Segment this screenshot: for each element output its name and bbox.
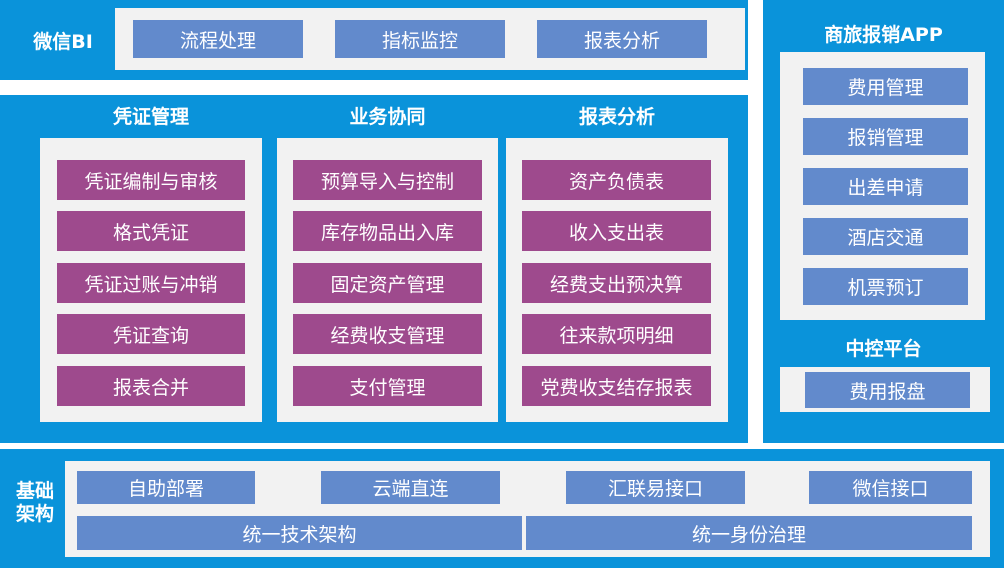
infra-item[interactable]: 统一技术架构 [77, 516, 522, 550]
module-item[interactable]: 凭证查询 [57, 314, 245, 354]
module-item[interactable]: 报表合并 [57, 366, 245, 406]
column-title: 报表分析 [578, 105, 655, 128]
infra-item[interactable]: 统一身份治理 [526, 516, 972, 550]
infra-item[interactable]: 汇联易接口 [566, 471, 745, 504]
module-item[interactable]: 库存物品出入库 [293, 211, 482, 251]
module-item[interactable]: 资产负债表 [522, 160, 711, 200]
control-platform-title: 中控平台 [845, 337, 922, 360]
column-title: 凭证管理 [112, 105, 189, 128]
module-item[interactable]: 固定资产管理 [293, 263, 482, 303]
infra-label: 基础架构 [16, 480, 55, 525]
travel-app-item[interactable]: 报销管理 [803, 118, 968, 155]
infra-item[interactable]: 云端直连 [321, 471, 500, 504]
column-title: 业务协同 [349, 105, 426, 128]
travel-app-item[interactable]: 出差申请 [803, 168, 968, 205]
infra-item[interactable]: 自助部署 [77, 471, 255, 504]
wechat-bi-item[interactable]: 流程处理 [133, 20, 303, 58]
wechat-bi-item[interactable]: 报表分析 [537, 20, 707, 58]
module-item[interactable]: 支付管理 [293, 366, 482, 406]
travel-app-item[interactable]: 费用管理 [803, 68, 968, 105]
module-item[interactable]: 格式凭证 [57, 211, 245, 251]
travel-app-title: 商旅报销APP [824, 23, 943, 46]
module-item[interactable]: 凭证过账与冲销 [57, 263, 245, 303]
module-item[interactable]: 经费收支管理 [293, 314, 482, 354]
wechat-bi-label: 微信BI [33, 30, 93, 53]
wechat-bi-item[interactable]: 指标监控 [335, 20, 505, 58]
module-item[interactable]: 党费收支结存报表 [522, 366, 711, 406]
module-item[interactable]: 预算导入与控制 [293, 160, 482, 200]
module-item[interactable]: 往来款项明细 [522, 314, 711, 354]
infra-item[interactable]: 微信接口 [809, 471, 972, 504]
travel-app-item[interactable]: 酒店交通 [803, 218, 968, 255]
module-item[interactable]: 经费支出预决算 [522, 263, 711, 303]
travel-app-item[interactable]: 机票预订 [803, 268, 968, 305]
module-item[interactable]: 凭证编制与审核 [57, 160, 245, 200]
control-platform-item[interactable]: 费用报盘 [805, 372, 970, 408]
module-item[interactable]: 收入支出表 [522, 211, 711, 251]
